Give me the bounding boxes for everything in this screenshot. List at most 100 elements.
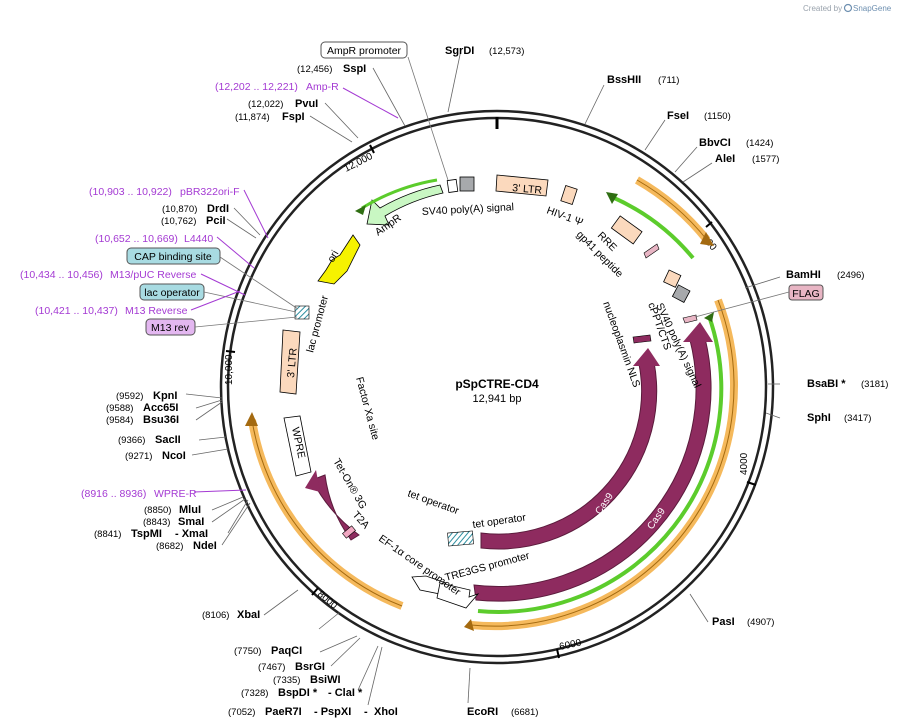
enzyme-bsabi-pos: (3181): [861, 379, 888, 390]
primer-ampr-range: (12,202 .. 12,221): [215, 81, 298, 93]
enzyme-ndei: NdeI: [193, 540, 217, 552]
enzyme-acc65i-pos: (9588): [106, 403, 133, 414]
credit-brand: SnapGene: [853, 4, 892, 13]
primer-m13puc-range: (10,434 .. 10,456): [20, 269, 103, 281]
enzyme-fsei: FseI: [667, 110, 689, 122]
m13-rev-label: M13 rev: [151, 322, 190, 334]
orf-arcs: [245, 176, 738, 631]
enzyme-pasi-pos: (4907): [747, 617, 774, 628]
enzyme-mlui: MluI: [179, 504, 201, 516]
tet-operator-2-label: tet operator: [472, 512, 527, 531]
enzyme-sspi: SspI: [343, 63, 366, 75]
plasmid-name: pSpCTRE-CD4: [455, 377, 539, 391]
enzyme-paqci-pos: (7750): [234, 646, 261, 657]
enzyme-sgrdi-pos: (12,573): [489, 46, 524, 57]
enzyme-xbai-pos: (8106): [202, 610, 229, 621]
enzyme-kpni: KpnI: [153, 390, 177, 402]
nls-label: nucleoplasmin NLS: [600, 300, 642, 389]
ampr-promoter-box-label: AmpR promoter: [327, 45, 402, 57]
enzyme-labels-bottom: XhoI (7052) PaeR7I - PspXI - BspDI * (73…: [202, 609, 398, 718]
tre3gs-label: TRE3GS promoter: [444, 550, 532, 584]
enzyme-pspxi: - PspXI: [314, 706, 351, 718]
cap-binding-site-box: CAP binding site: [126, 247, 299, 310]
primer-pbr322-name: pBR322ori-F: [180, 186, 240, 198]
enzyme-ncoi: NcoI: [162, 450, 186, 462]
enzyme-sacii: SacII: [155, 434, 181, 446]
enzyme-kpni-pos: (9592): [116, 391, 143, 402]
lac-operator-feature: [294, 305, 310, 320]
primer-l4440-name: L4440: [184, 233, 213, 245]
lac-promoter-label: lac promoter: [304, 294, 331, 354]
enzyme-sacii-pos: (9366): [118, 435, 145, 446]
enzyme-labels-right: SgrDI (12,573) BssHII (711) FseI (1150) …: [445, 45, 888, 718]
hiv1-psi-label: HIV-1 Ψ: [545, 205, 585, 229]
enzyme-bsu36i-pos: (9584): [106, 415, 133, 426]
enzyme-bsabi: BsaBI *: [807, 378, 846, 390]
enzyme-fspi-pos: (11,874): [235, 112, 270, 123]
hiv1-psi-feature: [560, 185, 578, 205]
enzyme-clai: - ClaI *: [328, 687, 363, 699]
tick-label-10000: 10,000: [224, 354, 235, 385]
enzyme-bsshii: BssHII: [607, 74, 641, 86]
lac-operator-box: lac operator: [139, 283, 297, 313]
primer-m13rev-range: (10,421 .. 10,437): [35, 305, 118, 317]
enzyme-smai: SmaI: [178, 516, 204, 528]
enzyme-acc65i: Acc65I: [143, 402, 178, 414]
enzyme-pvui-pos: (12,022): [248, 99, 283, 110]
sv40-right-gray-feature: [671, 284, 691, 304]
enzyme-bsrgi-pos: (7467): [258, 662, 285, 673]
enzyme-ecori: EcoRI: [467, 706, 498, 718]
primer-l4440-range: (10,652 .. 10,669): [95, 233, 178, 245]
primer-pbr322-range: (10,903 .. 10,922): [89, 186, 172, 198]
enzyme-bamhi-pos: (2496): [837, 270, 864, 281]
ampr-promoter-feature: [446, 178, 459, 193]
nls-feature: [632, 334, 652, 344]
enzyme-xhoi-pos: (7052): [228, 707, 255, 718]
enzyme-bbvci-pos: (1424): [746, 138, 773, 149]
flag-feature: [682, 314, 698, 324]
enzyme-bsu36i: Bsu36I: [143, 414, 179, 426]
snapgene-logo-icon: [843, 3, 853, 13]
enzyme-pcii-pos: (10,762): [161, 216, 196, 227]
enzyme-pasi: PasI: [712, 616, 735, 628]
ampr-feature: [366, 184, 444, 226]
primer-m13rev-name: M13 Reverse: [125, 305, 188, 317]
primer-wpre-name: WPRE-R: [154, 488, 197, 500]
sv40-polya-top-label: SV40 poly(A) signal: [422, 201, 515, 218]
enzyme-tspmi: TspMI: [131, 528, 162, 540]
enzyme-bamhi: BamHI: [786, 269, 821, 281]
tick-label-6000: 6000: [558, 637, 582, 652]
leader-lines: [185, 49, 781, 706]
tick-label-4000: 4000: [739, 452, 750, 475]
cap-binding-site-label: CAP binding site: [134, 251, 212, 263]
enzyme-paer7i: PaeR7I: [265, 706, 302, 718]
backbone-outer-ring: [219, 109, 775, 665]
flag-box: FLAG: [694, 284, 824, 318]
enzyme-drdi: DrdI: [207, 203, 229, 215]
enzyme-xmai: - XmaI: [175, 528, 208, 540]
enzyme-sgrdi: SgrDI: [445, 45, 474, 57]
m13-rev-box: M13 rev: [145, 316, 298, 336]
enzyme-tspmi-pos: (8841): [94, 529, 121, 540]
ampr-orf: [361, 178, 438, 210]
enzyme-pcii: PciI: [206, 215, 226, 227]
ltr-5-feature: [495, 174, 549, 197]
enzyme-ncoi-pos: (9271): [125, 451, 152, 462]
ltr-3-feature: [279, 329, 301, 395]
lac-operator-label: lac operator: [144, 287, 200, 299]
tet-operator-feature: [447, 530, 474, 547]
ori-feature: [317, 234, 361, 285]
enzyme-fspi: FspI: [282, 111, 305, 123]
tet-operator-1-label: tet operator: [406, 488, 461, 518]
plasmid-size: 12,941 bp: [473, 393, 522, 405]
primer-wpre-range: (8916 .. 8936): [81, 488, 146, 500]
tre3gs-feature: [436, 582, 480, 609]
enzyme-pvui: PvuI: [295, 98, 318, 110]
enzyme-alei: AleI: [715, 153, 735, 165]
enzyme-bsshii-pos: (711): [658, 75, 679, 86]
credit-prefix: Created by: [803, 4, 842, 13]
enzyme-drdi-pos: (10,870): [162, 204, 197, 215]
enzyme-sspi-pos: (12,456): [297, 64, 332, 75]
enzyme-sphi-pos: (3417): [844, 413, 871, 424]
